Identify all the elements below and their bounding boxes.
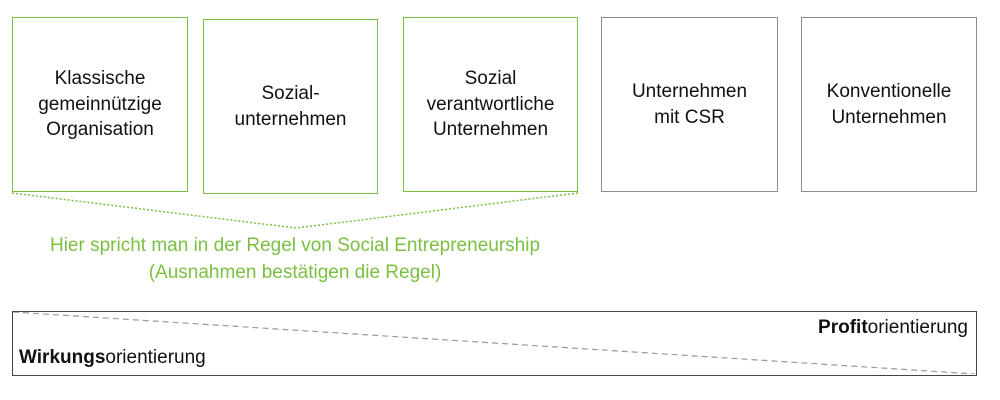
profit-label-rest: orientierung	[867, 317, 968, 338]
brace-right-line	[295, 192, 579, 229]
orientation-spectrum-bar: Profitorientierung Wirkungsorientierung	[12, 311, 977, 376]
diagonal-divider-line	[13, 312, 975, 374]
box-konventionelle-unternehmen: Konventionelle Unternehmen	[801, 17, 977, 192]
box-label: Sozial- unternehmen	[234, 82, 347, 130]
social-entrepreneurship-caption: Hier spricht man in der Regel von Social…	[12, 233, 578, 287]
box-klassische-gemeinnuetzige-organisation: Klassische gemeinnützige Organisation	[12, 17, 188, 192]
box-sozial-verantwortliche-unternehmen: Sozial verantwortliche Unternehmen	[403, 17, 578, 192]
diagonal-divider	[13, 312, 975, 374]
box-label: Unternehmen mit CSR	[631, 80, 748, 128]
box-sozialunternehmen: Sozial- unternehmen	[203, 19, 378, 194]
box-label: Sozial verantwortliche Unternehmen	[426, 68, 555, 141]
caption-line-1: Hier spricht man in der Regel von Social…	[49, 235, 541, 256]
impact-orientation-label: Wirkungsorientierung	[19, 347, 206, 369]
box-label: Konventionelle Unternehmen	[826, 80, 952, 128]
caption-line-2: (Ausnahmen bestätigen die Regel)	[148, 261, 442, 283]
impact-label-bold: Wirkungs	[19, 347, 106, 368]
brace-left-line	[11, 192, 297, 229]
profit-orientation-label: Profitorientierung	[818, 317, 968, 339]
profit-label-bold: Profit	[818, 317, 868, 338]
box-label: Klassische gemeinnützige Organisation	[38, 68, 162, 141]
box-unternehmen-mit-csr: Unternehmen mit CSR	[601, 17, 778, 192]
impact-label-rest: orientierung	[105, 347, 206, 368]
